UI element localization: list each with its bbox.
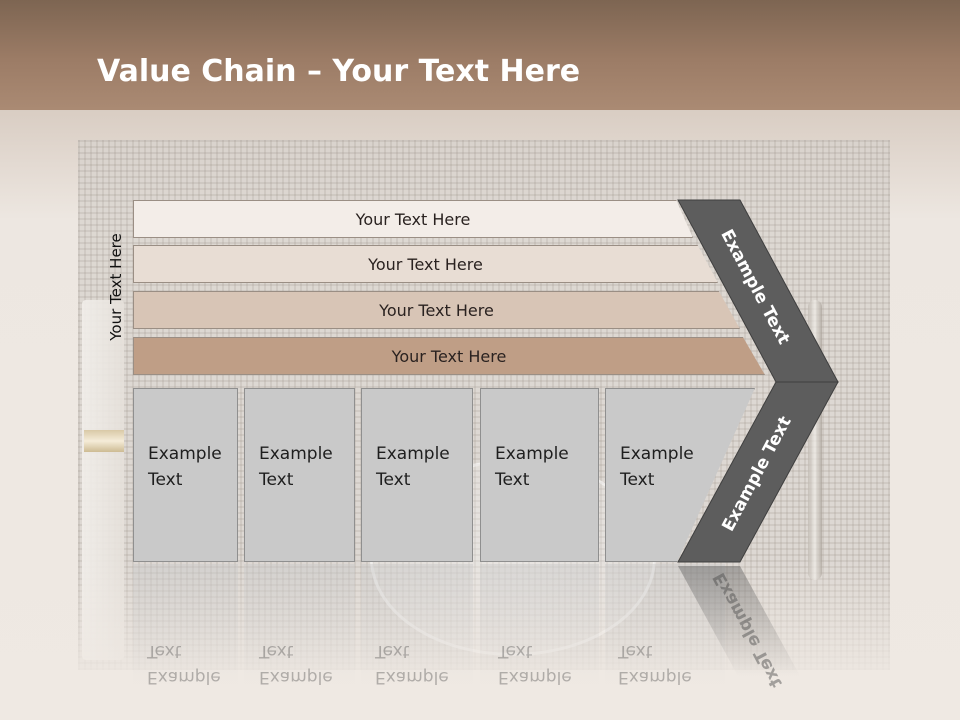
slide-title: Value Chain – Your Text Here <box>97 54 580 89</box>
box-reflection <box>480 564 599 684</box>
box-reflection <box>133 564 238 684</box>
value-bar-4: Your Text Here <box>133 337 765 375</box>
title-rest: – Your Text Here <box>296 54 581 89</box>
napkin-ring-image <box>84 430 124 452</box>
box-reflection <box>361 564 473 684</box>
value-bar-1: Your Text Here <box>133 200 693 238</box>
chevron-lower-arm <box>677 381 839 563</box>
title-bold: Value Chain <box>97 54 297 89</box>
value-bar-3: Your Text Here <box>133 291 740 329</box>
value-bar-2: Your Text Here <box>133 245 718 283</box>
box-reflection <box>244 564 355 684</box>
chevron-reflection <box>678 566 800 676</box>
